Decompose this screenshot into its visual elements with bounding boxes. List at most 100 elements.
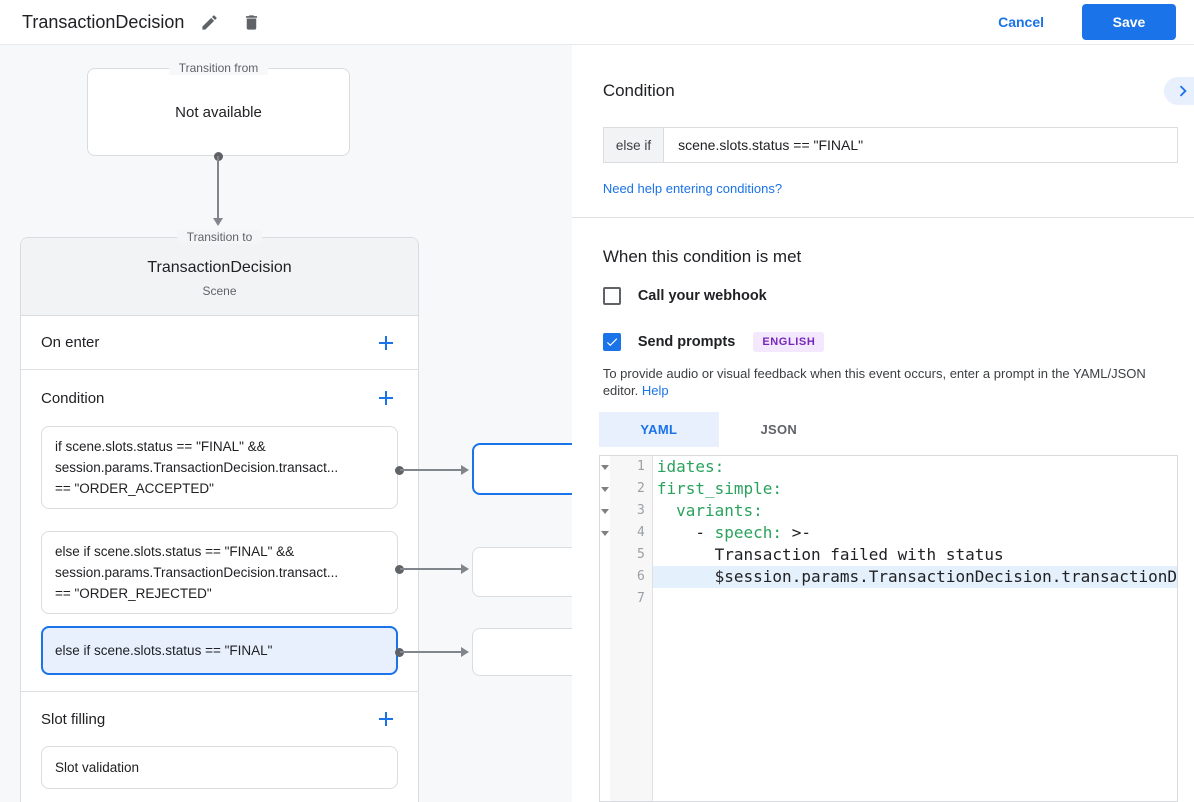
condition-expression-input[interactable]	[664, 127, 1178, 163]
code-line	[653, 588, 1177, 610]
fold-gutter	[599, 456, 610, 801]
scene-title: TransactionDecision	[147, 259, 292, 276]
page-title: TransactionDecision	[22, 11, 185, 32]
line-number: 7	[637, 591, 645, 606]
connector-line	[400, 469, 461, 471]
fold-arrow-icon[interactable]	[600, 486, 609, 492]
send-prompts-label: Send prompts	[637, 334, 736, 350]
condition-line: == "ORDER_ACCEPTED"	[55, 481, 214, 496]
transition-from-content: Not available	[175, 103, 262, 121]
add-slot-button[interactable]	[374, 707, 398, 731]
transition-from-box: Transition from Not available	[87, 61, 350, 156]
webhook-checkbox[interactable]	[602, 287, 621, 305]
else-if-prefix: else if	[602, 127, 665, 163]
condition-card-2[interactable]: else if scene.slots.status == "FINAL" &&…	[41, 531, 398, 614]
edit-icon	[202, 14, 217, 30]
divider	[571, 217, 1194, 218]
scene-header: TransactionDecision Scene	[21, 238, 418, 316]
connector-dot	[395, 466, 404, 475]
chevron-right-icon	[1179, 85, 1187, 97]
tab-yaml[interactable]: YAML	[598, 412, 719, 447]
condition-line: session.params.TransactionDecision.trans…	[55, 460, 339, 475]
line-number: 6	[637, 569, 645, 584]
delete-icon	[245, 14, 257, 30]
condition-help-link[interactable]: Need help entering conditions?	[602, 181, 783, 196]
connector-dot	[395, 648, 404, 657]
line-number: 3	[637, 503, 645, 518]
arrow-right-icon	[461, 564, 469, 574]
condition-line: if scene.slots.status == "FINAL" &&	[55, 439, 266, 454]
line-number: 1	[637, 459, 645, 474]
condition-editor-panel: Condition else if Need help entering con…	[571, 45, 1194, 802]
transition-target-box-1[interactable]	[472, 443, 572, 495]
connector-line	[400, 568, 461, 570]
webhook-label: Call your webhook	[637, 288, 767, 304]
arrow-right-icon	[461, 465, 469, 475]
on-enter-label: On enter	[41, 334, 100, 351]
collapse-panel-button[interactable]	[1164, 77, 1194, 105]
condition-heading: Condition	[602, 81, 675, 100]
check-icon	[606, 338, 618, 347]
line-number: 2	[637, 481, 645, 496]
transition-target-box-3[interactable]	[472, 628, 572, 676]
webhook-row: Call your webhook	[602, 287, 1178, 305]
plus-icon	[379, 391, 393, 405]
cancel-button[interactable]: Cancel	[986, 6, 1056, 38]
condition-card-3-selected[interactable]: else if scene.slots.status == "FINAL"	[41, 626, 398, 675]
code-line: - speech: >-	[656, 523, 811, 542]
arrow-right-icon	[461, 647, 469, 657]
arrow-down-icon	[213, 218, 223, 226]
add-on-enter-button[interactable]	[374, 331, 398, 355]
line-number: 4	[637, 525, 645, 540]
connector-line	[400, 651, 461, 653]
condition-section-label: Condition	[41, 389, 105, 407]
condition-line: session.params.TransactionDecision.trans…	[55, 565, 339, 580]
plus-icon	[379, 335, 393, 350]
condition-line: else if scene.slots.status == "FINAL" &&	[55, 544, 295, 559]
condition-card-1[interactable]: if scene.slots.status == "FINAL" && sess…	[41, 426, 398, 509]
condition-line: else if scene.slots.status == "FINAL"	[55, 643, 273, 658]
code-line-highlighted: $session.params.TransactionDecision.tran…	[652, 566, 1177, 588]
scene-subtitle: Scene	[202, 284, 237, 298]
slot-validation-card[interactable]: Slot validation	[41, 746, 398, 789]
save-button[interactable]: Save	[1082, 4, 1176, 40]
line-number: 5	[637, 547, 645, 562]
send-prompts-row: Send prompts ENGLISH	[602, 332, 1178, 352]
code-area[interactable]: idates: first_simple: variants: - speech…	[652, 456, 1177, 801]
slot-filling-label: Slot filling	[41, 710, 106, 728]
tab-json[interactable]: JSON	[760, 422, 798, 437]
code-line: idates:	[656, 457, 725, 476]
editor-tabs: YAML JSON	[598, 412, 1178, 447]
when-condition-heading: When this condition is met	[602, 247, 802, 266]
code-line: first_simple:	[656, 479, 783, 498]
transition-to-box: Transition to TransactionDecision Scene …	[20, 230, 419, 802]
code-line: Transaction failed with status	[656, 545, 1004, 564]
condition-section: Condition	[21, 370, 418, 426]
help-link[interactable]: Help	[641, 383, 669, 398]
line-number-gutter: 1 2 3 4 5 6 7	[609, 456, 653, 801]
plus-icon	[379, 712, 393, 726]
fold-arrow-icon[interactable]	[600, 530, 609, 536]
send-prompts-checkbox[interactable]	[602, 333, 621, 351]
condition-line: == "ORDER_REJECTED"	[55, 586, 212, 601]
top-bar: TransactionDecision Cancel Save	[0, 0, 1194, 45]
yaml-code-editor[interactable]: 1 2 3 4 5 6 7 idates: first_simple: vari…	[598, 455, 1178, 802]
fold-arrow-icon[interactable]	[600, 464, 609, 470]
transition-target-box-2[interactable]	[472, 547, 572, 597]
prompt-helper-text: To provide audio or visual feedback when…	[602, 366, 1146, 398]
connector-dot	[395, 565, 404, 574]
language-badge: ENGLISH	[753, 332, 825, 352]
on-enter-section: On enter	[21, 316, 418, 370]
code-line: variants:	[656, 501, 763, 520]
slot-filling-section: Slot filling	[21, 692, 418, 746]
delete-scene-button[interactable]	[234, 5, 268, 39]
add-condition-button[interactable]	[374, 386, 398, 410]
condition-expression-row: else if	[602, 127, 1178, 163]
scene-flow-canvas: Transition from Not available Transition…	[0, 45, 572, 802]
edit-scene-button[interactable]	[192, 5, 226, 39]
connector-line	[217, 156, 219, 218]
transition-from-legend: Transition from	[168, 61, 269, 75]
condition-cards: if scene.slots.status == "FINAL" && sess…	[21, 426, 418, 692]
transition-to-legend: Transition to	[176, 230, 263, 244]
fold-arrow-icon[interactable]	[600, 508, 609, 514]
